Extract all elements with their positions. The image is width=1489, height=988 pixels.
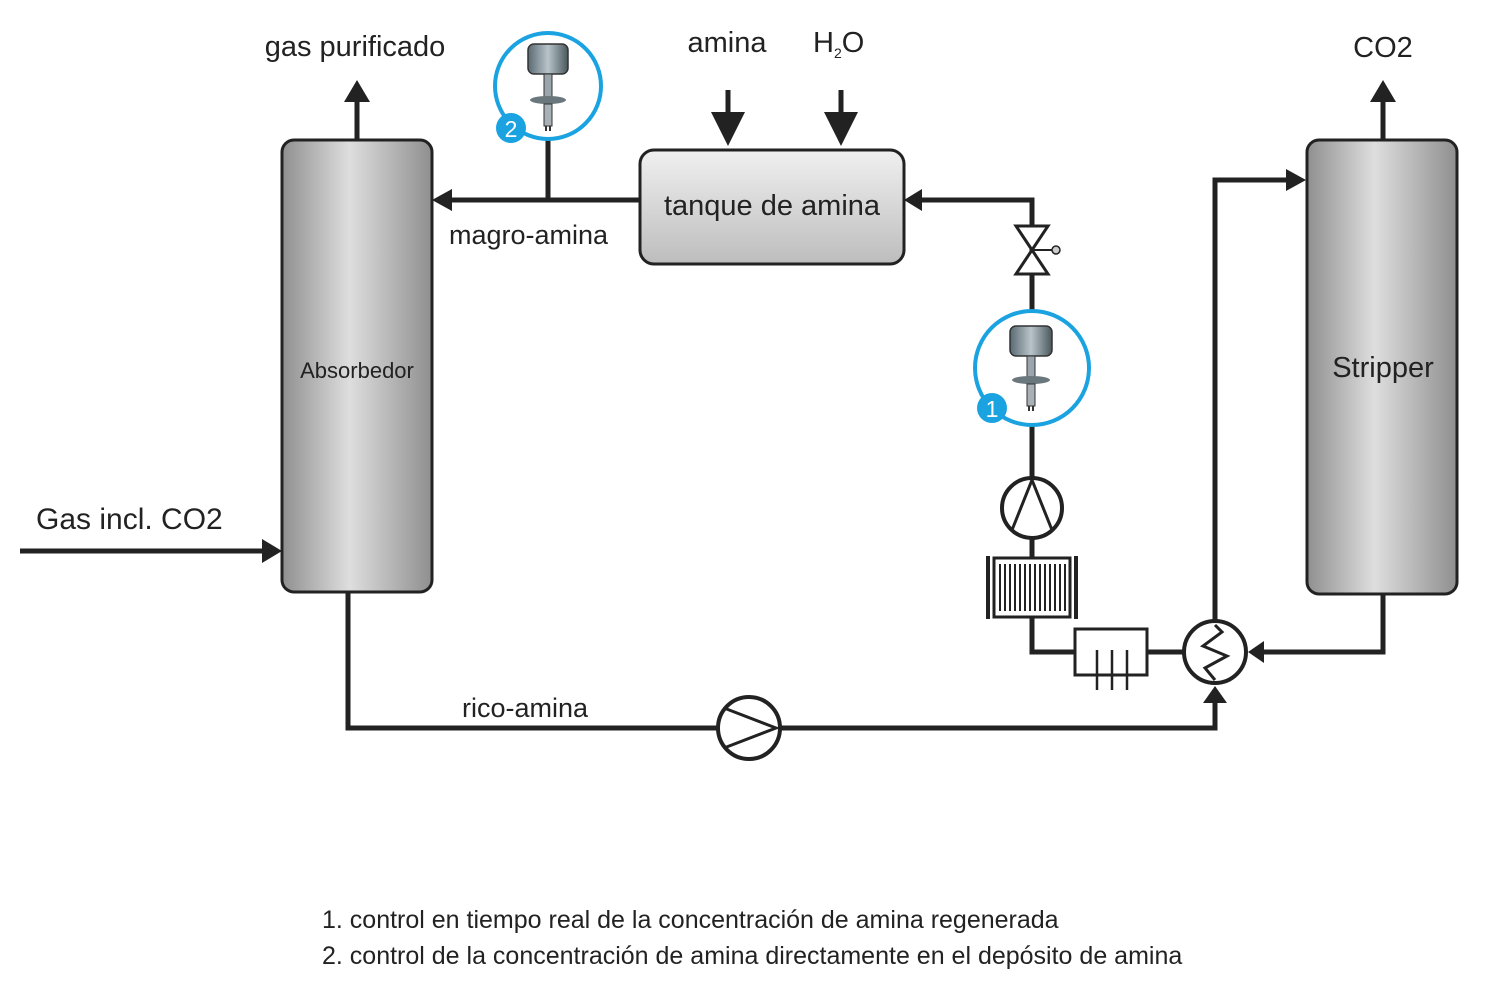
transmitter-icon [527, 43, 569, 131]
valve-icon [1013, 224, 1061, 276]
arrow-amina-down [711, 112, 745, 146]
arrowheads [262, 80, 1396, 703]
heat-exchanger-icon [1182, 619, 1248, 685]
arrow-co2-up [1370, 80, 1396, 102]
co2-top-label: CO2 [1353, 32, 1413, 64]
rico-pump-icon [716, 695, 782, 761]
absorbedor-column [280, 138, 434, 594]
sensor-number: 1 [986, 396, 999, 422]
arrow-rico-into-exchanger [1203, 686, 1227, 703]
h2o-label: H2O [813, 27, 864, 61]
exchanger-to-stripper-pipe [1212, 177, 1290, 625]
legend: 1. control en tiempo real de la concentr… [322, 902, 1182, 974]
legend-item-2: 2. control de la concentración de amina … [322, 942, 1183, 970]
absorbedor-label: Absorbedor [300, 358, 414, 383]
sensor-1: 1 [973, 309, 1091, 427]
rico-amina-label: rico-amina [462, 693, 589, 723]
cooler-icon [986, 556, 1078, 619]
arrow-into-stripper [1286, 169, 1306, 191]
rico-amina-pipe [345, 592, 718, 731]
arrow-gas-into-absorbedor [262, 539, 282, 563]
gas-incl-label: Gas incl. CO2 [36, 503, 223, 536]
stripper-column [1305, 138, 1459, 596]
sensor-badge [977, 393, 1007, 423]
pump-icon [1000, 475, 1064, 540]
legend-item-1: 1. control en tiempo real de la concentr… [322, 906, 1059, 934]
arrow-into-tank [904, 189, 922, 211]
sensor-badge [496, 113, 526, 143]
amina-label: amina [688, 27, 768, 59]
cooler-to-filter-pipe [1029, 617, 1075, 655]
filter-icon [1073, 627, 1149, 690]
transmitter-icon [1009, 325, 1053, 411]
sensor-2: 2 [493, 31, 603, 143]
rico-amina-pipe-2 [781, 700, 1218, 731]
magro-amina-label: magro-amina [449, 220, 609, 250]
return-to-tank-pipe [918, 197, 1035, 262]
arrow-magro-into-absorbedor [432, 189, 452, 211]
arrow-into-exchanger [1248, 641, 1264, 663]
stripper-bottom-pipe [1262, 594, 1386, 655]
arrow-gas-purificado [344, 80, 370, 102]
arrow-h2o-down [824, 112, 858, 146]
tanque-de-amina [638, 148, 906, 266]
gas-purificado-label: gas purificado [265, 31, 446, 63]
tanque-label: tanque de amina [664, 190, 881, 222]
stripper-label: Stripper [1332, 352, 1434, 384]
sensor-number: 2 [505, 116, 518, 142]
